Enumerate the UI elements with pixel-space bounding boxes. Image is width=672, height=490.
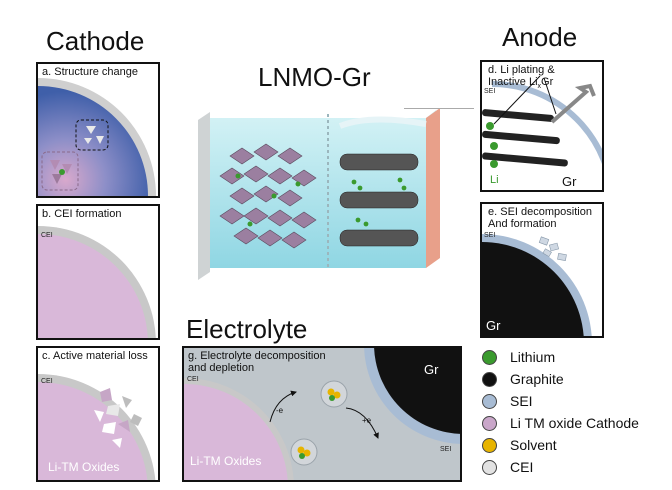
anode-sei-illustration — [482, 234, 592, 336]
panel-d-label-inactive: Inactive Li — [488, 76, 538, 88]
cathode-material-label-c: Li-TM Oxides — [48, 460, 120, 474]
lithium-swatch — [482, 349, 497, 365]
panel-structure-change: a. Structure change — [36, 62, 160, 198]
cathode-particle-loss — [38, 374, 156, 480]
panel-cei-formation: b. CEI formation CEI — [36, 204, 160, 340]
cathode-particle-cei — [38, 226, 156, 338]
panel-a-label: a. Structure change — [42, 66, 139, 78]
sei-tag-d: SEI — [484, 88, 496, 95]
cathode-particle-structure — [38, 78, 156, 196]
cei-swatch — [482, 459, 497, 475]
gr-label-d: Gr — [562, 174, 577, 189]
panel-g-label-line1: g. Electrolyte decomposition — [188, 350, 326, 362]
lnmo-gr-cell-illustration — [198, 108, 440, 280]
legend-label-cei: CEI — [510, 459, 534, 475]
legend-item-graphite: Graphite — [482, 368, 564, 390]
cei-tag-c: CEI — [41, 378, 53, 385]
electron-loss-label: -e — [276, 406, 284, 415]
panel-b-label: b. CEI formation — [42, 208, 122, 220]
panel-d-label-line2: Inactive LixGr — [488, 76, 555, 93]
zoom-line-anode — [404, 108, 474, 109]
cathode-swatch — [482, 415, 497, 431]
gr-label-e: Gr — [486, 318, 501, 333]
graphite-swatch — [482, 371, 497, 387]
electrolyte-heading: Electrolyte — [186, 314, 308, 344]
panel-e-label-line1: e. SEI decomposition — [488, 206, 592, 218]
cathode-material-label-g: Li-TM Oxides — [190, 454, 262, 468]
electron-gain-label: +e — [362, 416, 372, 425]
legend-item-cei: CEI — [482, 456, 533, 478]
legend-label-solvent: Solvent — [510, 437, 557, 453]
panel-li-plating: d. Li plating & Inactive LixGr SEI Li Gr — [480, 60, 604, 192]
cei-tag-b: CEI — [41, 232, 53, 239]
sei-tag-e: SEI — [484, 232, 496, 239]
legend-item-solvent: Solvent — [482, 434, 557, 456]
electrolyte-illustration — [184, 348, 460, 480]
legend-label-cathode: Li TM oxide Cathode — [510, 415, 639, 431]
panel-e-label: e. SEI decomposition And formation — [488, 206, 592, 230]
panel-active-material-loss: c. Active material loss CEI Li-TM Oxides — [36, 346, 160, 482]
anode-heading: Anode — [502, 22, 578, 52]
legend-item-lithium: Lithium — [482, 346, 555, 368]
panel-c-label: c. Active material loss — [42, 350, 148, 362]
legend-item-cathode: Li TM oxide Cathode — [482, 412, 639, 434]
panel-sei-decomposition: e. SEI decomposition And formation SEI G… — [480, 202, 604, 338]
panel-g-label-line2: and depletion — [188, 362, 255, 374]
sei-tag-g: SEI — [440, 446, 452, 453]
panel-electrolyte-decomposition: g. Electrolyte decomposition and depleti… — [182, 346, 462, 482]
panel-g-label: g. Electrolyte decomposition and depleti… — [188, 350, 326, 374]
legend-item-sei: SEI — [482, 390, 533, 412]
legend-label-graphite: Graphite — [510, 371, 564, 387]
cei-tag-g: CEI — [187, 376, 199, 383]
legend-label-lithium: Lithium — [510, 349, 556, 365]
li-label-d: Li — [490, 174, 499, 186]
panel-d-label-line1: d. Li plating & — [488, 64, 555, 76]
cathode-heading: Cathode — [46, 26, 145, 56]
panel-d-label: d. Li plating & Inactive LixGr — [488, 64, 555, 93]
gr-label-g: Gr — [424, 362, 439, 377]
sei-swatch — [482, 393, 497, 409]
legend-label-sei: SEI — [510, 393, 533, 409]
panel-d-label-subscript: x — [537, 83, 542, 91]
solvent-swatch — [482, 437, 497, 453]
panel-e-label-line2: And formation — [488, 218, 557, 230]
cell-heading: LNMO-Gr — [258, 62, 371, 92]
panel-d-label-gr: Gr — [541, 76, 554, 88]
anode-plating-illustration — [482, 75, 602, 168]
